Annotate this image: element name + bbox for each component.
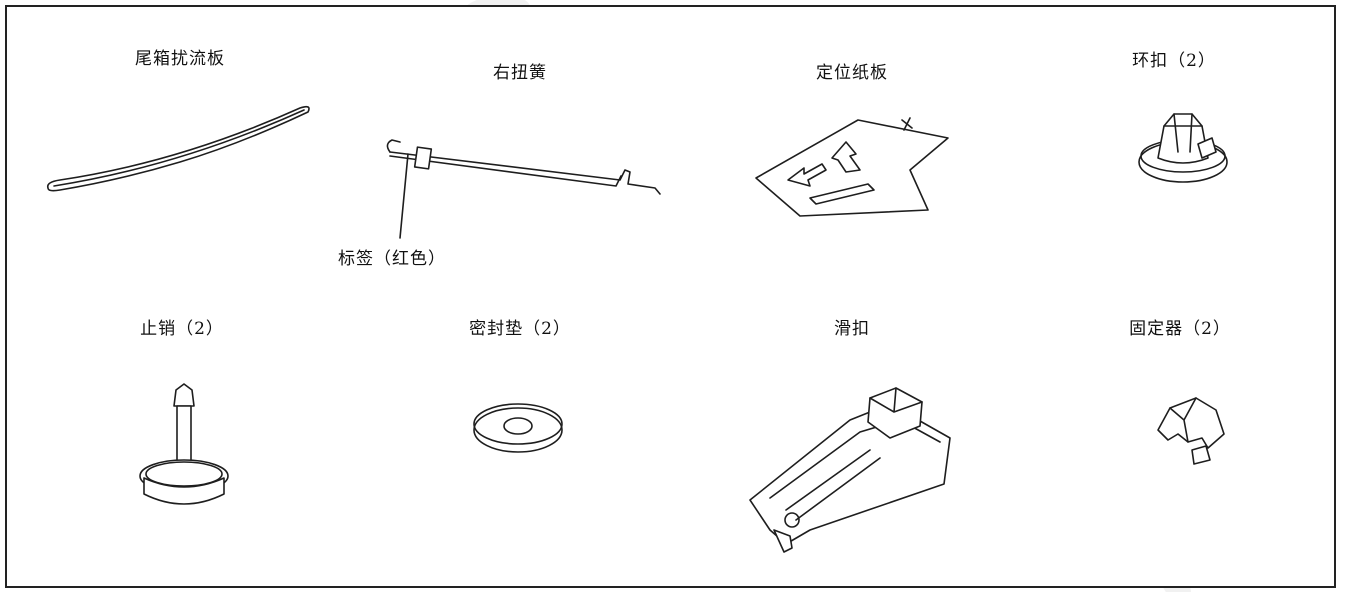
slide-clip-drawing [740,380,970,564]
label-seal-gasket: 密封垫（2） [469,319,571,339]
label-tag-red: 标签（红色） [338,249,446,269]
label-retainer: 固定器（2） [1129,319,1231,339]
parts-diagram-frame [5,5,1336,588]
seal-gasket-drawing [470,400,570,464]
ring-clip-drawing [1128,100,1238,194]
stop-pin-drawing [130,380,240,514]
label-right-torsion-spring: 右扭簧 [493,63,547,83]
label-slide-clip: 滑扣 [834,319,870,339]
label-positioning-cardboard: 定位纸板 [816,63,888,83]
label-trunk-spoiler: 尾箱扰流板 [135,49,225,69]
positioning-cardboard-drawing [750,100,970,234]
label-ring-clip: 环扣（2） [1132,51,1216,71]
right-torsion-spring-drawing [380,130,670,244]
retainer-drawing [1148,390,1238,474]
trunk-spoiler-drawing [40,100,320,204]
label-stop-pin: 止销（2） [140,319,224,339]
